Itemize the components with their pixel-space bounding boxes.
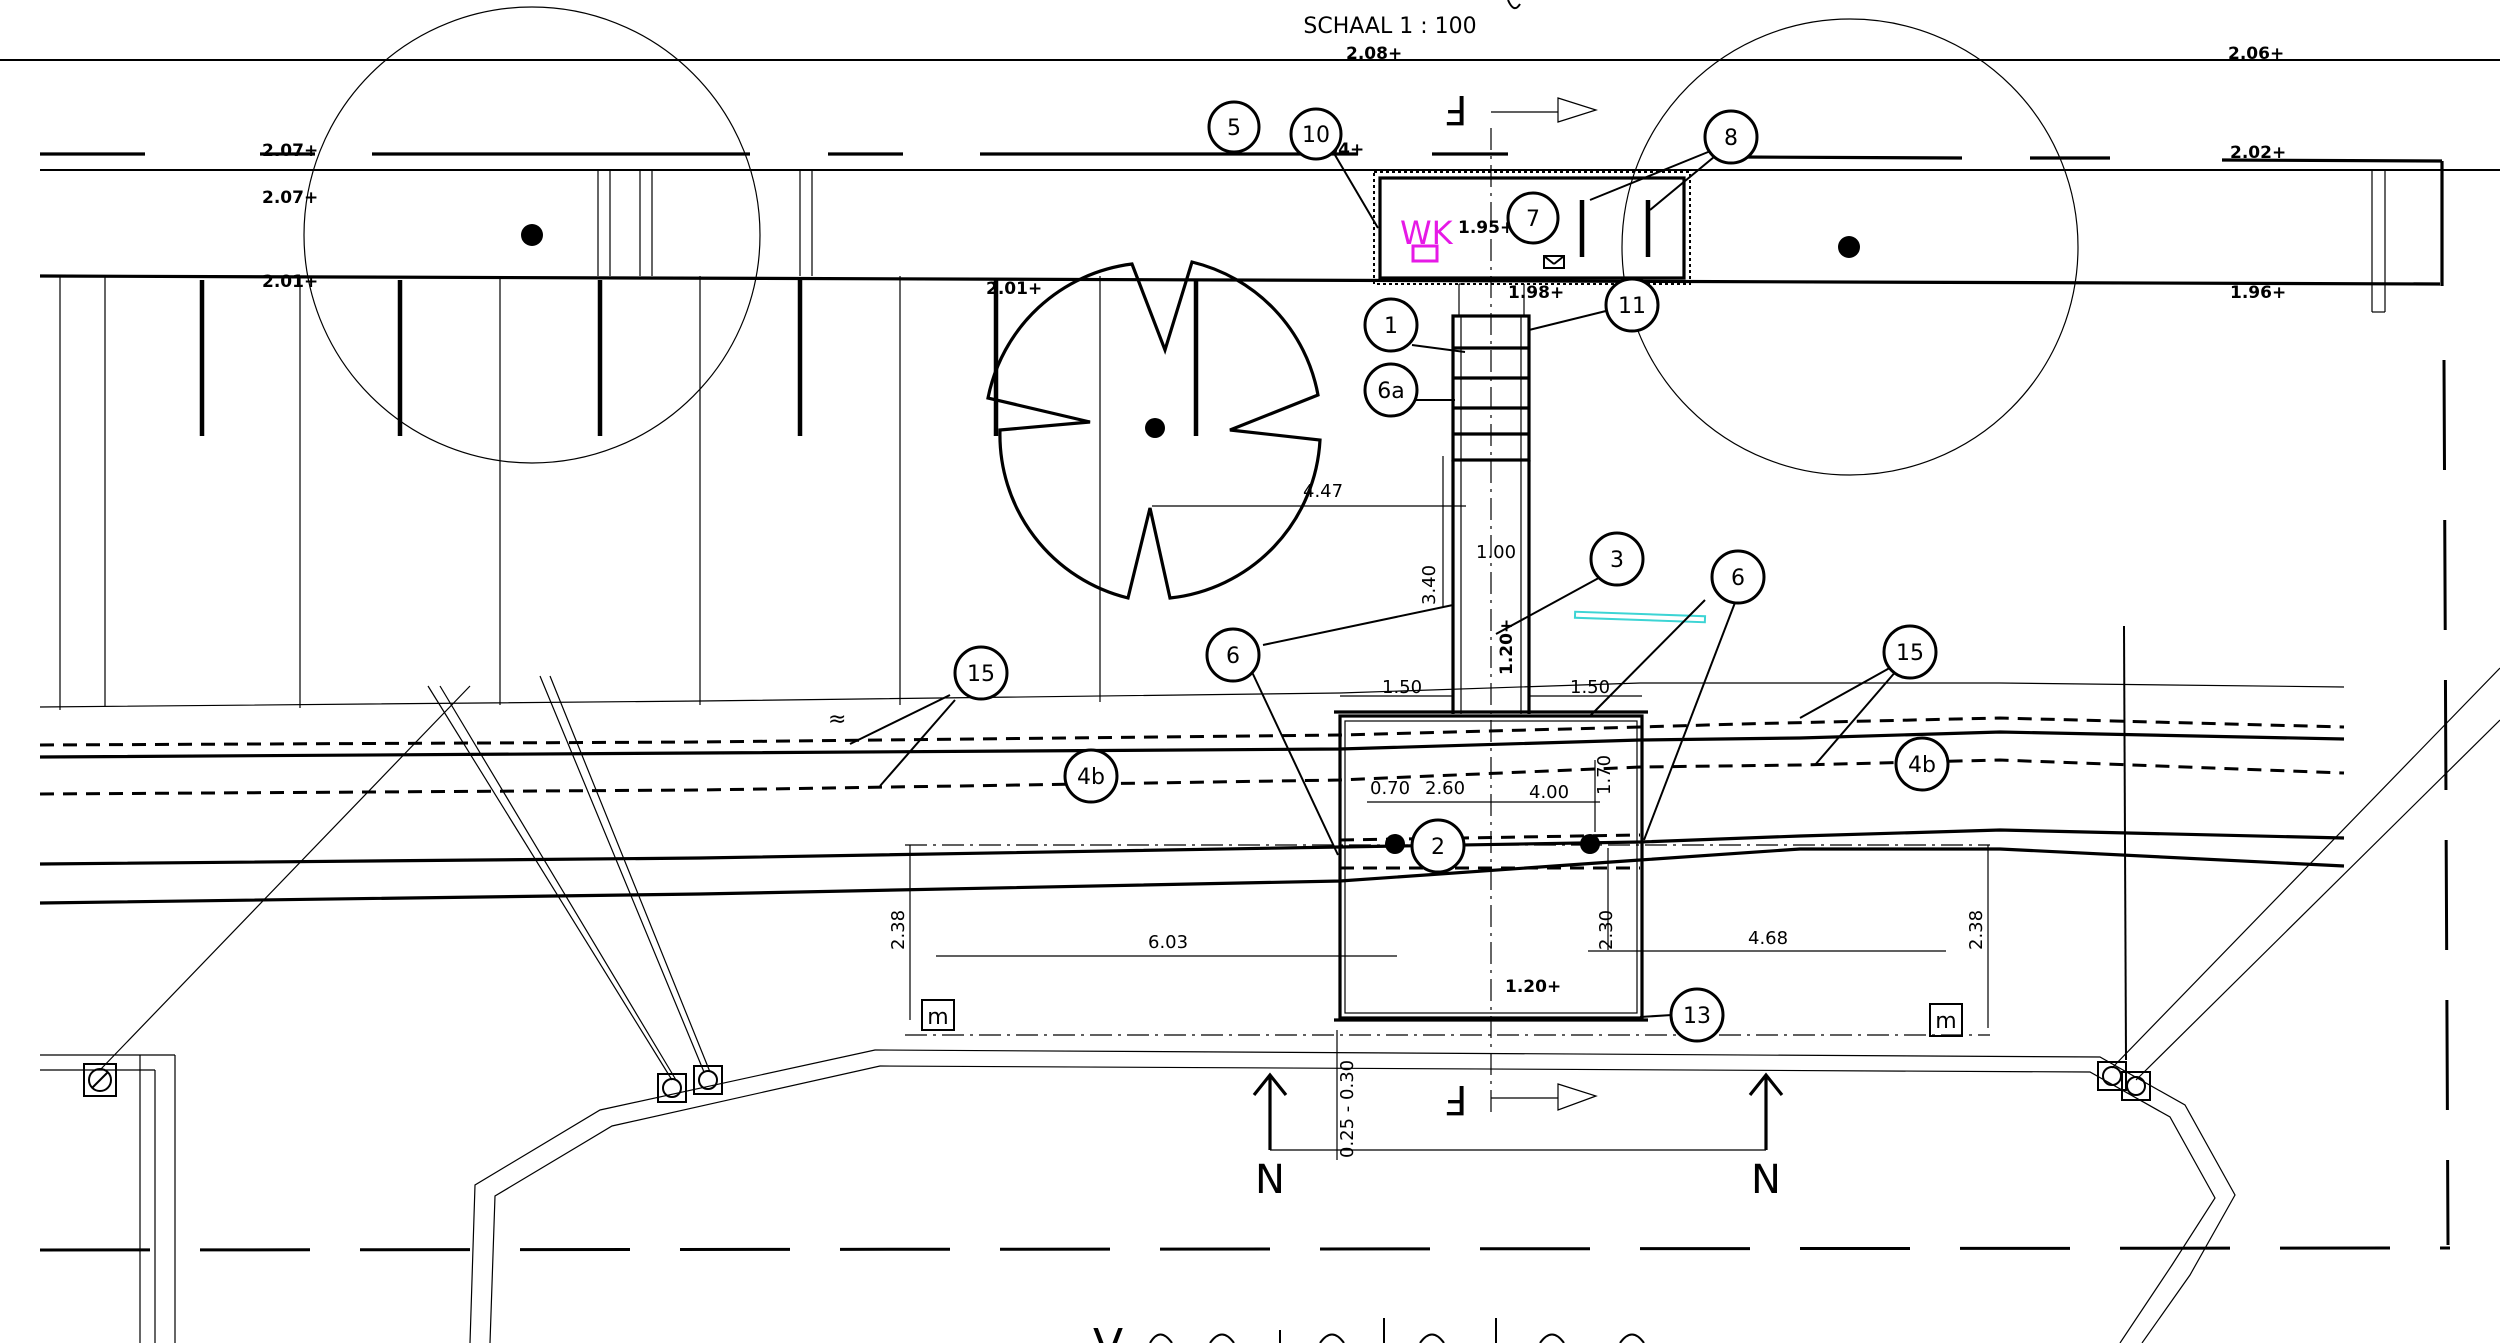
bottom-title-fragment: V [1093,1320,1123,1343]
dim-label: 2.30 [1596,910,1617,950]
level-label: 2.02+ [2230,143,2286,163]
dim-label: 4.00 [1529,782,1569,803]
svg-text:6a: 6a [1377,379,1404,404]
svg-text:6: 6 [1731,566,1745,591]
tree-crowns [303,6,2079,600]
cable-cabinets: m m [921,834,1963,1037]
dim-label: 1.70 [1594,755,1615,795]
callout-13: 13 [1669,987,1725,1043]
svg-text:15: 15 [967,662,995,687]
lamp-posts [83,625,2500,1103]
callout-bubbles: 5 10 8 7 11 1 6a 3 6 6 15 15 4b 4b 2 13 [953,100,1950,1043]
section-label-f-bottom: F [1444,1076,1467,1122]
svg-text:10: 10 [1302,123,1330,148]
right-border-dashed [2442,359,2450,1246]
level-label: 1.96+ [2230,283,2286,303]
dim-label: 1.50 [1382,677,1422,698]
section-label-f-top: F [1444,86,1467,132]
svg-text:3: 3 [1610,548,1624,573]
dim-label: 0.70 [1370,778,1410,799]
dim-label: 2.60 [1425,778,1465,799]
wk-box-icon [1411,244,1439,263]
callout-10: 10 [1289,107,1343,161]
callout-8: 8 [1703,109,1759,165]
svg-text:15: 15 [1896,641,1924,666]
svg-text:4b: 4b [1077,765,1105,790]
svg-text:8: 8 [1724,126,1738,151]
mailbox-icon [1543,255,1565,269]
dim-label: 3.40 [1419,565,1440,605]
cyan-strip [1573,610,1707,624]
kiosk-building: WK [1373,171,1691,285]
traffic-island [40,1049,2236,1343]
tree-trunk-dot [1145,418,1165,438]
svg-text:4b: 4b [1908,753,1936,778]
parking-stalls [59,170,1199,710]
callout-6a: 6a [1363,362,1419,418]
svg-text:1: 1 [1384,314,1398,339]
svg-text:5: 5 [1227,116,1241,141]
level-label: 2.08+ [1346,44,1402,64]
dim-label: 2.38 [888,910,909,950]
callout-15-right: 15 [1882,624,1938,680]
level-labels: 2.08+ 2.06+ 2.07+ 2.07+ 2.01+ 2.04+ 1.95… [262,44,2286,997]
svg-text:13: 13 [1683,1004,1711,1029]
dim-label: 4.68 [1748,928,1788,949]
callout-4b-right: 4b [1894,736,1950,792]
level-label: 2.07+ [262,141,318,161]
svg-text:11: 11 [1618,294,1646,319]
callout-7: 7 [1506,191,1560,245]
dashed-cables [39,682,2345,905]
wk-label: WK [1400,214,1454,252]
section-label-n-right: N [1751,1157,1781,1203]
callout-6-left: 6 [1205,627,1261,683]
tree-trunk-dot [521,224,543,246]
callout-15-left: 15 [953,645,1009,701]
level-label: 2.01+ [986,279,1042,299]
road-edges-top [39,152,2500,313]
level-label: 1.20+ [1505,977,1561,997]
callout-4b-left: 4b [1063,748,1119,804]
level-label: 2.01+ [262,272,318,292]
level-label: 2.06+ [2228,44,2284,64]
dim-label: 4.47 [1303,481,1343,502]
meter-box-right: m [1935,1009,1956,1034]
dim-label: 6.03 [1148,932,1188,953]
callout-11: 11 [1604,277,1660,333]
svg-text:7: 7 [1526,207,1540,232]
level-label: 1.98+ [1508,283,1564,303]
bottom-lane-line [39,1246,2451,1252]
callout-6-right: 6 [1710,549,1766,605]
dim-label: 0.25 - 0.30 [1337,1060,1358,1158]
bottom-title-glyphs [1149,1318,1645,1343]
svg-text:6: 6 [1226,644,1240,669]
svg-text:2: 2 [1431,835,1445,860]
meter-box-left: m [927,1005,948,1030]
section-label-n-left: N [1255,1157,1285,1203]
level-label: 2.07+ [262,188,318,208]
dimension-lines [905,456,1990,1160]
callout-2: 2 [1410,818,1466,874]
title-glyph-fragment [1507,0,1521,10]
callout-5: 5 [1207,100,1261,154]
tree-cutout-outline [986,260,1322,600]
section-markers [1252,97,1784,1151]
dim-label: 1.00 [1476,542,1516,563]
callout-3: 3 [1589,531,1645,587]
level-label: 1.95+ [1458,218,1514,238]
approx-sign: ≈ [828,707,846,732]
scale-label: SCHAAL 1 : 100 [1303,14,1476,39]
tree-trunk-dot [1838,236,1860,258]
dimension-labels: 4.47 3.40 1.00 1.50 1.50 0.70 2.60 4.00 … [888,481,1987,1158]
dim-label: 2.38 [1966,910,1987,950]
dim-label: 1.50 [1570,677,1610,698]
level-label: 1.20+ [1497,619,1517,675]
callout-leaders [849,149,1898,1018]
callout-1: 1 [1363,297,1419,353]
